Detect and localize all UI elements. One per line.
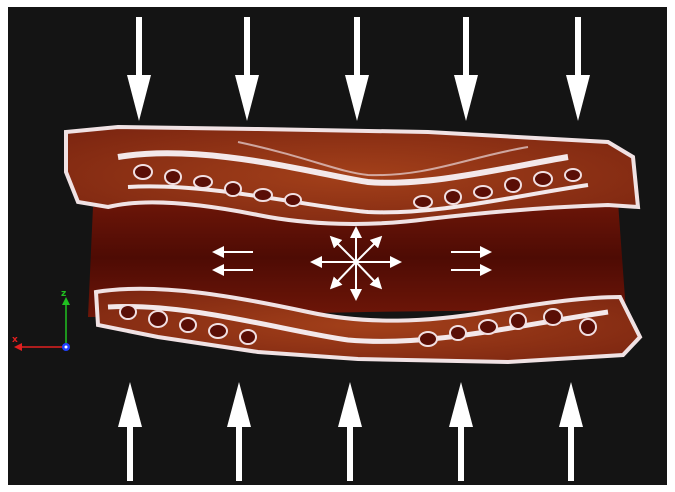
spine-render-scene: z x	[8, 7, 667, 485]
z-axis-label: z	[61, 289, 66, 299]
up-arrow-icon	[338, 382, 362, 481]
up-arrow-icon	[227, 382, 251, 481]
up-arrow-icon	[118, 382, 142, 481]
up-arrow-icon	[559, 382, 583, 481]
top-compression-arrows	[127, 17, 590, 121]
down-arrow-icon	[345, 17, 369, 121]
down-arrow-icon	[566, 17, 590, 121]
x-axis-label: x	[12, 335, 18, 345]
down-arrow-icon	[235, 17, 259, 121]
down-arrow-icon	[127, 17, 151, 121]
bottom-compression-arrows	[118, 382, 583, 481]
volume-render-viewport[interactable]: z x	[8, 7, 667, 485]
up-arrow-icon	[449, 382, 473, 481]
down-arrow-icon	[454, 17, 478, 121]
orientation-axes: z x	[12, 289, 70, 351]
